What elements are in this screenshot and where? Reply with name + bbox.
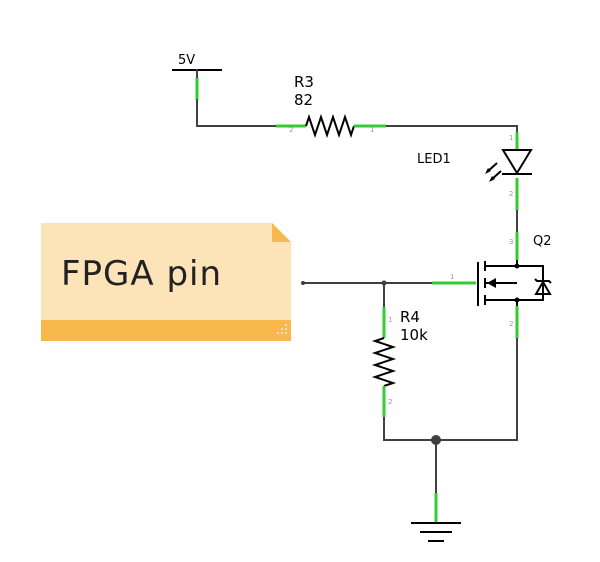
resistor-r3[interactable]: 2 1 R3 82 bbox=[276, 73, 386, 139]
r3-pin1-number: 1 bbox=[370, 126, 374, 134]
wire-5v-r3[interactable] bbox=[196, 99, 277, 127]
q2-gate-number: 1 bbox=[450, 273, 454, 281]
wire-r4-bottom[interactable] bbox=[383, 337, 518, 441]
led-light-arrows-icon bbox=[485, 162, 502, 182]
fpga-pin-note[interactable]: FPGA pin bbox=[41, 223, 291, 341]
mosfet-q2[interactable]: 3 1 2 Q2 bbox=[432, 232, 552, 338]
note-fold-corner bbox=[272, 223, 291, 242]
led-ref-label: LED1 bbox=[417, 152, 451, 167]
led-led1[interactable]: 1 2 LED1 bbox=[417, 132, 533, 210]
r4-pin1-number: 1 bbox=[388, 316, 392, 324]
q2-source-number: 2 bbox=[509, 320, 513, 328]
q2-drain-lead bbox=[485, 260, 518, 267]
wires bbox=[196, 99, 518, 494]
r4-ref-label: R4 bbox=[400, 308, 420, 326]
note-footer-bar bbox=[41, 320, 291, 341]
r3-zigzag bbox=[305, 113, 355, 139]
r4-value-label: 10k bbox=[400, 326, 428, 344]
junction-ground-node bbox=[431, 435, 441, 445]
note-text: FPGA pin bbox=[61, 254, 222, 294]
q2-source-lead bbox=[485, 299, 518, 306]
wire-r3-led[interactable] bbox=[385, 125, 518, 133]
led-anode-number: 1 bbox=[509, 134, 513, 142]
note-body bbox=[41, 223, 291, 320]
r3-pin2-number: 2 bbox=[289, 126, 293, 134]
r3-value-label: 82 bbox=[294, 91, 313, 109]
q2-arrow-icon bbox=[487, 278, 496, 288]
supply-5v[interactable]: 5V bbox=[172, 53, 222, 100]
led-triangle bbox=[501, 149, 533, 175]
junctions bbox=[301, 280, 441, 445]
r4-zigzag bbox=[371, 337, 397, 387]
note-resize-grip[interactable] bbox=[277, 324, 287, 334]
r3-ref-label: R3 bbox=[294, 73, 314, 91]
resistor-r4[interactable]: 1 2 R4 10k bbox=[371, 307, 428, 417]
led-cathode-number: 2 bbox=[509, 190, 513, 198]
supply-label: 5V bbox=[178, 53, 195, 68]
junction-fpga-end bbox=[301, 281, 305, 285]
r4-pin2-number: 2 bbox=[388, 398, 392, 406]
junction-gate-node bbox=[381, 280, 387, 286]
ground-symbol[interactable] bbox=[411, 493, 461, 542]
q2-ref-label: Q2 bbox=[533, 234, 552, 249]
q2-body-diode-icon bbox=[517, 265, 552, 301]
q2-drain-number: 3 bbox=[509, 238, 513, 246]
